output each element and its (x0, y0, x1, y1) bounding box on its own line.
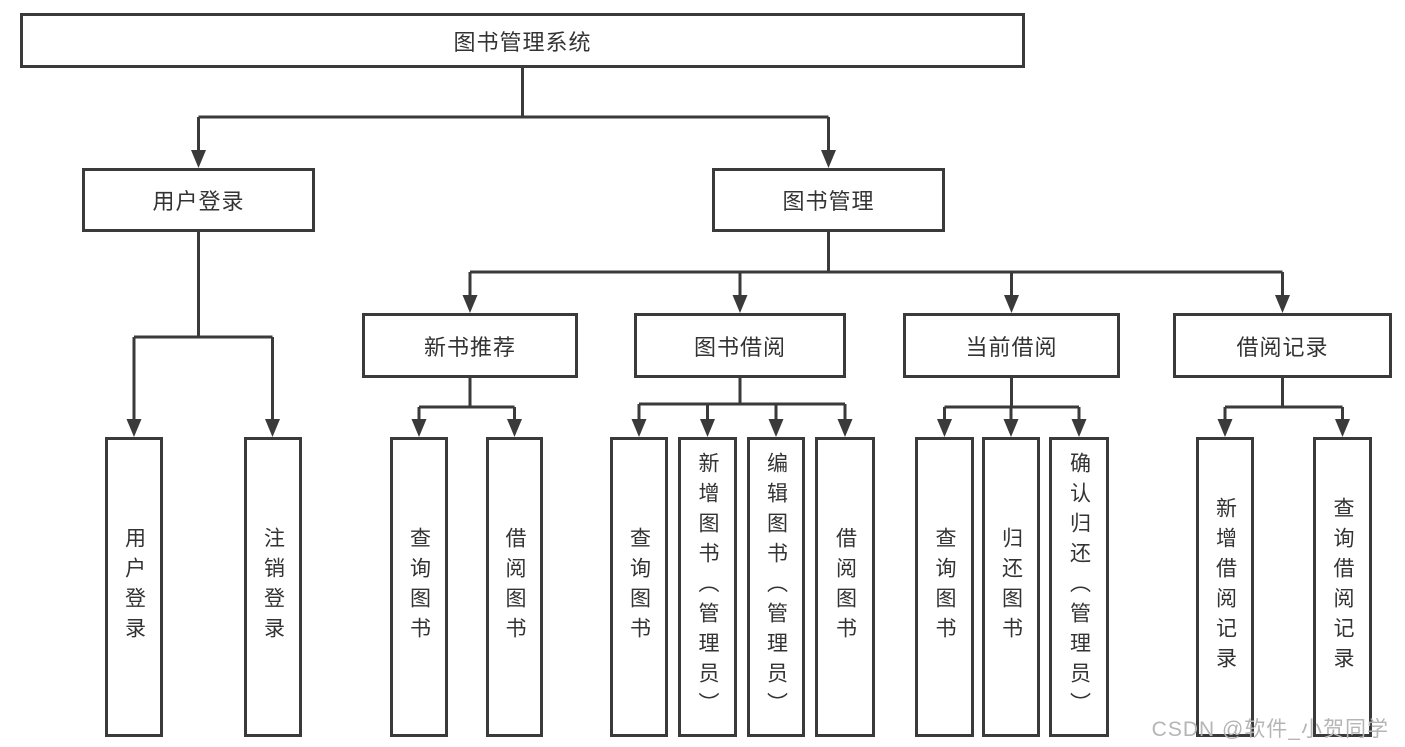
leaf-recommend-query-book: 查询图书 (390, 437, 448, 737)
arrowhead (1004, 295, 1019, 313)
leaf-user-login: 用户登录 (105, 437, 163, 737)
leaf-borrow-book: 借阅图书 (815, 437, 875, 737)
leaf-confirm-return-admin: 确认归还（管理员） (1049, 437, 1109, 737)
node-book-management: 图书管理 (712, 168, 945, 232)
arrowhead (631, 419, 647, 437)
arrowhead (126, 419, 142, 437)
leaf-add-borrow-record: 新增借阅记录 (1196, 437, 1254, 737)
node-current-borrow: 当前借阅 (903, 313, 1120, 378)
connector-root-to-level2 (197, 68, 830, 152)
arrowhead (937, 419, 952, 437)
connector-book-management-to-level3 (468, 232, 1284, 297)
leaf-add-book-admin: 新增图书（管理员） (678, 437, 737, 737)
arrowhead (191, 150, 206, 168)
leaf-logout: 注销登录 (244, 437, 302, 737)
arrowheads (126, 150, 1350, 437)
connector-new-book-subtree (417, 378, 516, 421)
node-library-system: 图书管理系统 (20, 13, 1025, 68)
arrowhead (821, 150, 836, 168)
arrowhead (1335, 419, 1350, 437)
connector-borrow-records-subtree (1223, 378, 1344, 421)
arrowhead (265, 419, 280, 437)
arrowhead (1003, 419, 1019, 437)
node-new-book-recommend: 新书推荐 (362, 313, 578, 378)
arrowhead (507, 419, 522, 437)
node-borrow-records: 借阅记录 (1173, 313, 1392, 378)
csdn-watermark: CSDN @软件_小贺同学 (1151, 718, 1389, 741)
arrowhead (732, 295, 748, 313)
connector-user-login-subtree (132, 232, 274, 421)
leaf-recommend-borrow-book: 借阅图书 (486, 437, 543, 737)
arrowhead (411, 419, 427, 437)
leaf-query-borrow-record: 查询借阅记录 (1313, 437, 1372, 737)
arrowhead (700, 419, 715, 437)
connector-book-borrow-subtree (637, 378, 847, 421)
arrowhead (837, 419, 853, 437)
arrowhead (462, 295, 478, 313)
arrowhead (768, 419, 784, 437)
node-book-borrow: 图书借阅 (634, 313, 846, 378)
connector-current-borrow-subtree (943, 378, 1081, 421)
leaf-borrow-query-book: 查询图书 (610, 437, 668, 737)
node-user-login: 用户登录 (82, 168, 315, 232)
leaf-return-book: 归还图书 (982, 437, 1040, 737)
leaf-current-query-book: 查询图书 (915, 437, 974, 737)
arrowhead (1217, 419, 1233, 437)
arrowhead (1275, 295, 1290, 313)
leaf-edit-book-admin: 编辑图书（管理员） (747, 437, 805, 737)
arrowhead (1071, 419, 1087, 437)
